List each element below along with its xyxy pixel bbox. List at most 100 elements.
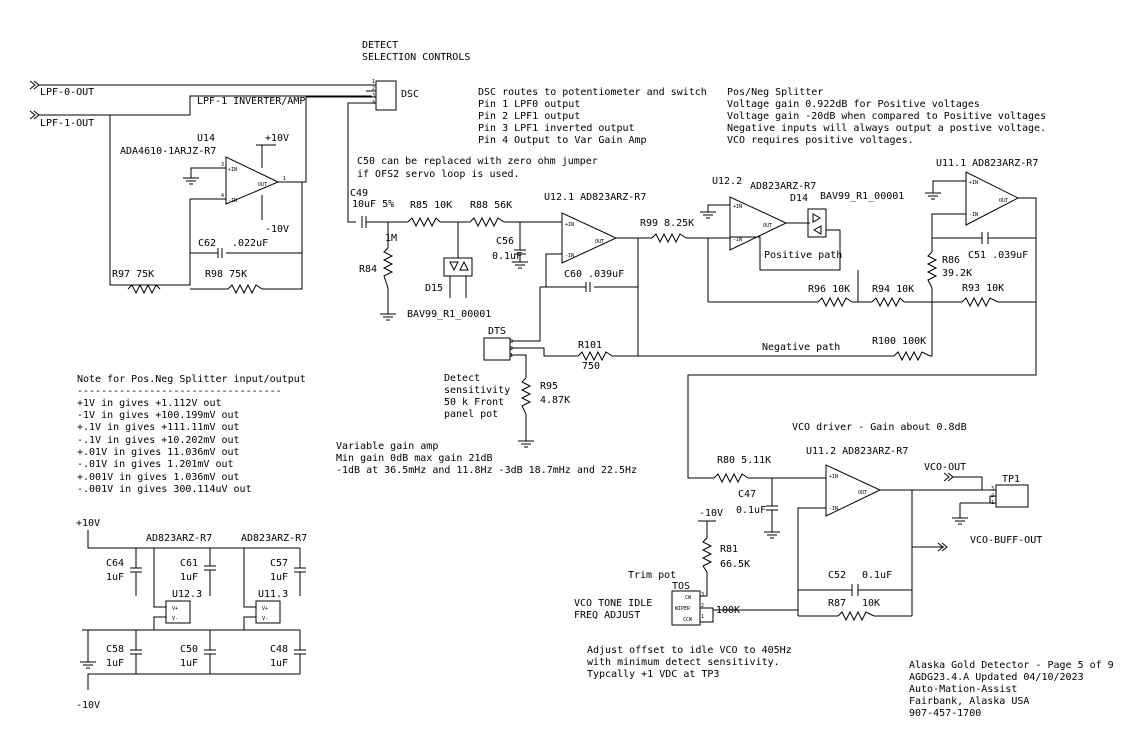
svg-text:66.5K: 66.5K [720, 559, 750, 570]
svg-text:-1dB at 36.5mHz and 11.8Hz -3: -1dB at 36.5mHz and 11.8Hz -3dB 18.7mHz … [336, 465, 637, 476]
adjust-offset-note: Adjust offset to idle VCO to 405Hz with … [587, 645, 792, 680]
svg-text:C61: C61 [180, 558, 198, 569]
u111-plus-ground [925, 180, 966, 200]
r88-resistor: R88 56K [469, 200, 512, 228]
svg-text:10K: 10K [862, 598, 880, 609]
svg-text:Note for Pos.Neg Splitter inpu: Note for Pos.Neg Splitter input/output [77, 374, 306, 385]
svg-text:0.1uF: 0.1uF [492, 251, 522, 262]
svg-text:1: 1 [283, 176, 286, 182]
r87-resistor: R87 10K [798, 598, 912, 622]
svg-text:Pin 3 LPF1 inverted output: Pin 3 LPF1 inverted output [478, 123, 635, 134]
svg-text:2: 2 [372, 86, 375, 92]
svg-text:OUT: OUT [258, 182, 267, 188]
r80-resistor: R80 5.11K [713, 455, 771, 484]
u14-ref: U14 [197, 133, 215, 144]
svg-text:C51 .039uF: C51 .039uF [968, 250, 1028, 261]
svg-text:907-457-1700: 907-457-1700 [909, 708, 981, 719]
svg-text:C57: C57 [270, 558, 288, 569]
svg-text:-IN: -IN [733, 237, 742, 243]
d14-diode: D14 BAV99_R1_00001 [790, 191, 904, 238]
input-ports [29, 80, 372, 120]
svg-text:panel pot: panel pot [444, 409, 498, 420]
svg-text:C52: C52 [828, 570, 846, 581]
svg-text:TOS: TOS [672, 581, 690, 592]
svg-text:with minimum detect sensitivit: with minimum detect sensitivity. [587, 657, 780, 668]
dsc-label: DSC [401, 89, 419, 100]
dsc-pin4-net [347, 102, 372, 223]
svg-text:U11.1 AD823ARZ-R7: U11.1 AD823ARZ-R7 [936, 158, 1038, 169]
splitter-io-note: Note for Pos.Neg Splitter input/output -… [77, 374, 306, 495]
svg-text:C60 .039uF: C60 .039uF [564, 269, 624, 280]
u14-minus-net [109, 115, 226, 286]
svg-text:1M: 1M [385, 233, 397, 244]
svg-text:C56: C56 [496, 236, 514, 247]
r99-resistor: R99 8.25K [640, 218, 694, 244]
svg-text:1: 1 [372, 79, 375, 85]
svg-text:R88 56K: R88 56K [470, 200, 512, 211]
svg-text:if OFS2 servo loop is used.: if OFS2 servo loop is used. [357, 169, 520, 180]
svg-text:Adjust offset to idle VCO to 4: Adjust offset to idle VCO to 405Hz [587, 645, 792, 656]
r97-resistor: R97 75K [112, 269, 161, 295]
svg-text:39.2K: 39.2K [942, 268, 972, 279]
title-block: Alaska Gold Detector - Page 5 of 9 AGDG2… [909, 660, 1114, 719]
u121-opamp: +IN -IN OUT U12.1 AD823ARZ-R7 [544, 192, 646, 264]
svg-text:+10V: +10V [76, 518, 100, 529]
svg-text:Min gain 0dB max gain 21dB: Min gain 0dB max gain 21dB [336, 453, 493, 464]
svg-text:C48: C48 [270, 644, 288, 655]
svg-text:CCW: CCW [683, 617, 693, 623]
svg-text:100K: 100K [716, 605, 740, 616]
svg-text:R80 5.11K: R80 5.11K [717, 455, 771, 466]
svg-text:R84: R84 [359, 264, 377, 275]
svg-text:R101: R101 [578, 340, 602, 351]
svg-text:-IN: -IN [829, 506, 838, 512]
svg-text:+IN: +IN [733, 204, 742, 210]
port-lpf1-label: LPF-1-OUT [40, 118, 94, 129]
c50-note: C50 can be replaced with zero ohm jumper… [357, 156, 598, 180]
svg-text:V-: V- [262, 616, 268, 622]
svg-text:R98 75K: R98 75K [205, 269, 247, 280]
svg-text:-1V in gives +100.199mV out: -1V in gives +100.199mV out [77, 410, 240, 421]
dts-pot[interactable]: DTS 3 2 1 [483, 286, 578, 378]
svg-text:D14: D14 [790, 193, 808, 204]
svg-text:C50 can be replaced with zero: C50 can be replaced with zero ohm jumper [357, 156, 598, 167]
svg-text:DSC routes to potentiometer an: DSC routes to potentiometer and switch [478, 87, 707, 98]
r93-resistor: R93 10K [932, 283, 1036, 308]
dsc-connector[interactable]: 1 2 3 4 [366, 79, 397, 111]
svg-text:+.1V in gives +111.11mV out: +.1V in gives +111.11mV out [77, 422, 240, 433]
svg-text:VCO-OUT: VCO-OUT [924, 462, 966, 473]
r86-resistor: R86 39.2K [926, 251, 972, 289]
svg-text:Voltage gain 0.922dB for Posit: Voltage gain 0.922dB for Positive voltag… [727, 99, 980, 110]
u111-opamp: +IN -IN OUT U11.1 AD823ARZ-R7 [936, 158, 1038, 226]
svg-text:+IN: +IN [829, 474, 838, 480]
svg-text:AGDG23.4.A Updated 04/10/202: AGDG23.4.A Updated 04/10/2023 [909, 672, 1084, 683]
positive-feedback-net [730, 229, 841, 271]
vco-out-port: VCO-OUT [924, 462, 983, 490]
negative-path-label: Negative path [762, 342, 840, 353]
svg-text:Pin 2 LPF1 output: Pin 2 LPF1 output [478, 111, 580, 122]
svg-text:V-: V- [172, 616, 178, 622]
tos-pot[interactable]: Trim pot TOS CW WIPER CCW 3 2 1 100K [628, 570, 740, 626]
svg-text:1uF: 1uF [106, 572, 124, 583]
svg-text:C50: C50 [180, 644, 198, 655]
c62-capacitor: C62 .022uF [190, 182, 303, 258]
tp1-connector[interactable]: TP1 3 2 1 [952, 474, 1029, 525]
svg-text:DTS: DTS [488, 326, 506, 337]
svg-text:0.1uF: 0.1uF [736, 505, 766, 516]
svg-text:1uF: 1uF [180, 572, 198, 583]
svg-text:3: 3 [701, 592, 704, 598]
u14-neg-supply: -10V [265, 224, 289, 235]
svg-text:BAV99_R1_00001: BAV99_R1_00001 [820, 191, 904, 202]
r98-resistor: R98 75K [190, 253, 303, 295]
positive-path-label: Positive path [764, 250, 842, 261]
svg-text:V+: V+ [172, 606, 178, 612]
lpf1-inverter-label: LPF-1 INVERTER/AMP [197, 96, 305, 107]
d15-diode: D15 BAV99_R1_00001 [407, 222, 491, 320]
svg-text:0.1uF: 0.1uF [862, 570, 892, 581]
svg-text:R85 10K: R85 10K [410, 200, 452, 211]
svg-text:750: 750 [582, 361, 600, 372]
svg-text:4: 4 [221, 193, 224, 199]
svg-text:-10V: -10V [699, 508, 723, 519]
svg-text:1uF: 1uF [270, 572, 288, 583]
svg-text:1uF: 1uF [270, 658, 288, 669]
svg-text:Auto-Mation-Assist: Auto-Mation-Assist [909, 684, 1017, 695]
